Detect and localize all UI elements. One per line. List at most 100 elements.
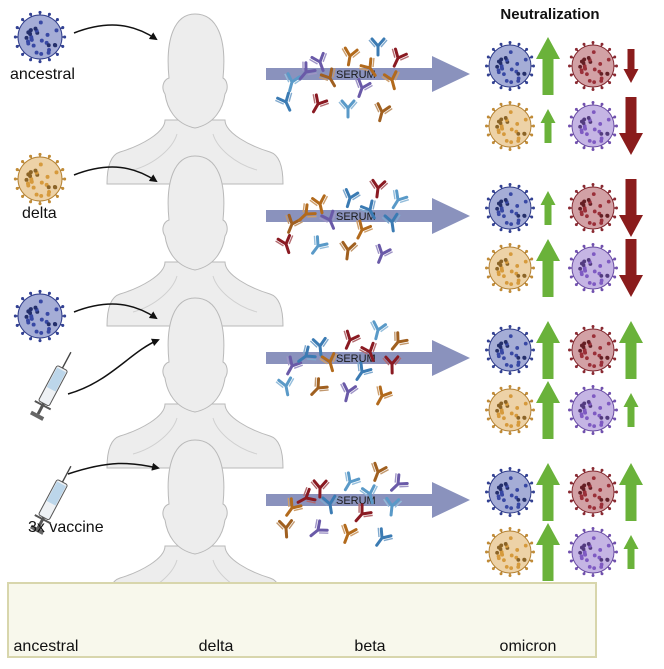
antibody-icon xyxy=(343,329,361,350)
serum-label: SERUM xyxy=(336,211,376,223)
neutralization-up-arrow xyxy=(536,523,560,581)
antibody-icon xyxy=(275,91,293,112)
neutralization-up-arrow xyxy=(623,393,639,427)
antibody-icon xyxy=(309,519,329,538)
antibody-icon xyxy=(341,523,359,544)
person-silhouette xyxy=(106,13,284,185)
serum-label: SERUM xyxy=(336,495,376,507)
antibody-icon xyxy=(309,194,329,215)
omicron-virus-icon xyxy=(568,527,618,577)
syringe-icon xyxy=(29,351,72,421)
person-silhouette xyxy=(106,155,284,327)
serum-arrow xyxy=(266,482,470,518)
antibody-icon xyxy=(374,102,393,123)
antibody-icon xyxy=(368,37,388,57)
antibody-icon xyxy=(383,496,403,517)
neutralization-title: Neutralization xyxy=(500,6,600,23)
serum-label: SERUM xyxy=(336,69,376,81)
antibody-icon xyxy=(312,93,330,114)
row4-label: 3x vaccine xyxy=(28,519,104,536)
antibody-icon xyxy=(276,519,296,539)
antibody-icon xyxy=(298,61,317,81)
antibody-icon xyxy=(354,503,373,523)
omicron-virus-icon xyxy=(568,385,618,435)
antibody-icon xyxy=(285,497,303,517)
neutralization-up-arrow xyxy=(536,381,560,439)
antibody-icon xyxy=(369,178,389,199)
delta-virus-icon xyxy=(485,385,535,435)
delta-virus-icon xyxy=(485,243,535,293)
row2-label: delta xyxy=(22,205,57,222)
beta-virus-icon xyxy=(568,183,618,233)
neutralization-up-arrow xyxy=(619,321,643,379)
antibody-icon xyxy=(359,484,378,505)
serum-arrow xyxy=(266,340,470,376)
delta-virus-icon xyxy=(13,152,67,206)
antibody-icon xyxy=(339,240,359,261)
exposure-arrow xyxy=(67,462,160,475)
omicron-virus-icon xyxy=(568,243,618,293)
exposure-arrow xyxy=(73,303,158,320)
neutralization-up-arrow xyxy=(540,109,556,143)
antibody-icon xyxy=(319,352,338,373)
ancestral-virus-icon xyxy=(485,467,535,517)
ancestral-virus-icon xyxy=(13,289,67,343)
antibody-icon xyxy=(297,203,317,222)
antibody-icon xyxy=(286,355,304,376)
neutralization-up-arrow xyxy=(536,463,560,521)
antibody-icon xyxy=(371,461,389,482)
exposure-arrow xyxy=(73,24,158,41)
ancestral-virus-icon xyxy=(485,183,535,233)
antibody-icon xyxy=(318,67,336,88)
antibody-icon xyxy=(370,320,389,341)
person-silhouette xyxy=(106,297,284,469)
antibody-icon xyxy=(310,479,330,499)
legend-label-omicron: omicron xyxy=(499,638,557,655)
serum-label: SERUM xyxy=(336,353,376,365)
antibody-icon xyxy=(382,355,402,375)
antibody-icon xyxy=(391,47,409,68)
antibody-icon xyxy=(310,377,329,396)
neutralization-up-arrow xyxy=(623,535,639,569)
beta-virus-icon xyxy=(568,467,618,517)
delta-virus-icon xyxy=(485,527,535,577)
exposure-arrow xyxy=(67,338,160,395)
exposure-arrow xyxy=(73,166,158,183)
antibody-icon xyxy=(319,209,337,230)
antibody-icon xyxy=(375,527,393,547)
antibody-icon xyxy=(309,336,329,357)
delta-virus-icon xyxy=(485,101,535,151)
antibody-icon xyxy=(343,471,362,492)
legend-label-beta: beta xyxy=(354,638,386,655)
neutralization-down-arrow xyxy=(623,49,639,83)
antibody-icon xyxy=(296,486,317,504)
antibody-icon xyxy=(354,77,373,98)
serum-arrow xyxy=(266,198,470,234)
antibody-icon xyxy=(297,345,317,363)
antibody-icon xyxy=(375,243,393,264)
antibody-icon xyxy=(381,70,400,91)
antibody-icon xyxy=(338,99,358,119)
legend-label-delta: delta xyxy=(198,638,234,655)
antibody-icon xyxy=(376,385,394,406)
antibody-icon xyxy=(340,382,359,403)
antibody-icon xyxy=(309,51,328,72)
legend-label-ancestral: ancestral xyxy=(13,638,79,655)
neutralization-up-arrow xyxy=(536,239,560,297)
neutralization-down-arrow xyxy=(619,97,643,155)
antibody-icon xyxy=(391,189,410,210)
antibody-icon xyxy=(319,494,339,515)
antibody-icon xyxy=(275,376,295,397)
antibody-icon xyxy=(355,361,374,381)
legend-box xyxy=(7,582,597,658)
syringe-icon xyxy=(29,465,72,535)
neutralization-up-arrow xyxy=(536,37,560,95)
neutralization-up-arrow xyxy=(540,191,556,225)
ancestral-virus-icon xyxy=(485,41,535,91)
antibody-icon xyxy=(311,235,329,255)
neutralization-up-arrow xyxy=(536,321,560,379)
antibody-icon xyxy=(390,331,409,351)
antibody-icon xyxy=(341,46,361,67)
antibody-icon xyxy=(381,212,401,233)
antibody-icon xyxy=(342,188,361,209)
